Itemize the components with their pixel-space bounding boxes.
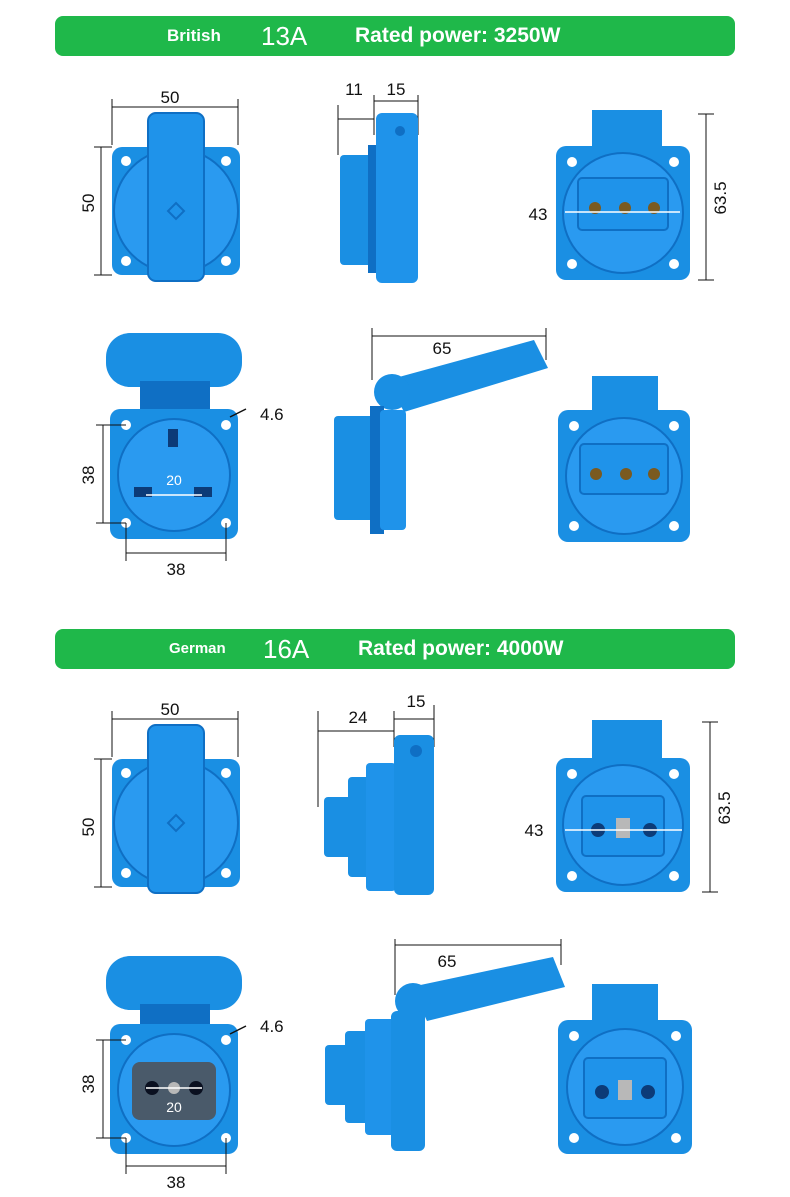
dim-length: 65 [433, 339, 452, 358]
dim-pin-spacing: 20 [166, 1099, 182, 1115]
rated-power-label: Rated power: 3250W [355, 24, 561, 47]
side-open-view: 65 [325, 939, 565, 1151]
dim-lid: 15 [387, 80, 406, 99]
side-closed-view: 11 15 [337, 80, 419, 283]
dim-depth: 11 [345, 80, 363, 99]
dim-height: 63.5 [711, 181, 730, 214]
front-closed-view: 50 50 [79, 700, 240, 894]
ampere-label: 16A [263, 634, 310, 664]
dim-width: 50 [161, 88, 180, 107]
dim-hole-vertical: 38 [79, 466, 98, 485]
side-open-view: 65 [334, 328, 548, 534]
dim-height: 50 [79, 818, 98, 837]
dim-hole-diameter: 4.6 [260, 405, 284, 424]
dim-width: 43 [525, 821, 544, 840]
back-view-2 [558, 984, 692, 1154]
dim-hole-vertical: 38 [79, 1075, 98, 1094]
dim-length: 65 [438, 952, 457, 971]
dim-height: 50 [79, 194, 98, 213]
back-view-2 [558, 376, 690, 542]
dim-lid: 15 [407, 692, 426, 711]
banner-german: German 16A Rated power: 4000W [55, 629, 735, 669]
dim-hole-horizontal: 38 [167, 1173, 186, 1192]
back-view: 43 63.5 [529, 110, 730, 281]
front-open-view: 20 4.6 38 38 [79, 956, 284, 1192]
dim-width: 43 [529, 205, 548, 224]
rated-power-label: Rated power: 4000W [358, 637, 564, 660]
region-label: German [169, 640, 226, 657]
ampere-label: 13A [261, 21, 308, 51]
front-closed-view: 50 50 [79, 88, 240, 282]
dim-width: 50 [161, 700, 180, 719]
back-view: 43 63.5 [525, 720, 734, 893]
dim-depth: 24 [349, 708, 368, 727]
dim-pin-spacing: 20 [166, 472, 182, 488]
dim-hole-diameter: 4.6 [260, 1017, 284, 1036]
dim-hole-horizontal: 38 [167, 560, 186, 579]
dim-height: 63.5 [715, 791, 734, 824]
front-open-view: 20 4.6 38 38 [79, 333, 284, 579]
banner-british: British 13A Rated power: 3250W [55, 16, 735, 56]
region-label: British [167, 26, 221, 45]
side-closed-view: 24 15 [317, 692, 435, 895]
